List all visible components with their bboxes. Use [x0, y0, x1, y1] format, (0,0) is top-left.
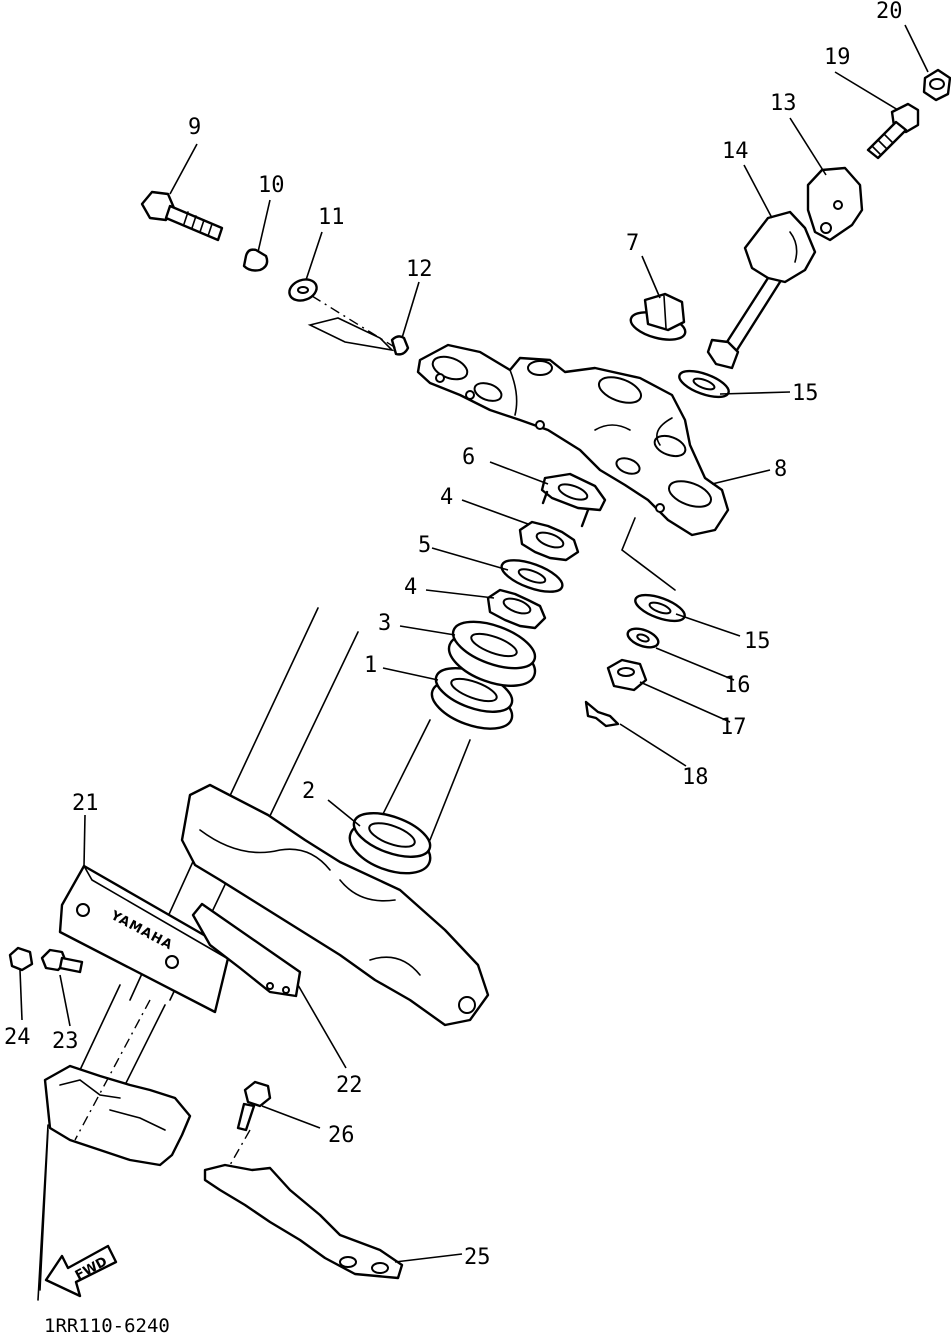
callout-21: 21: [72, 791, 99, 816]
callout-15-upper: 15: [792, 381, 819, 406]
callout-10: 10: [258, 173, 285, 198]
callout-3: 3: [378, 611, 391, 636]
ring-nut-lower: [486, 588, 547, 630]
callout-4-lower: 4: [404, 575, 417, 600]
bolt-23: [40, 948, 84, 974]
upper-bracket: [416, 343, 730, 537]
ring-nut-upper: [518, 520, 580, 562]
cap-20: [922, 68, 951, 102]
callout-6: 6: [462, 445, 475, 470]
callout-9: 9: [188, 115, 201, 140]
washer-11: [288, 278, 318, 302]
callout-7: 7: [626, 231, 639, 256]
emblem-stay: [191, 902, 302, 998]
assembly-centerlines: [74, 295, 676, 1166]
callout-4-upper: 4: [440, 485, 453, 510]
lower-tube-section: [37, 1064, 192, 1301]
bolt-9: [140, 190, 224, 242]
under-bracket: [180, 719, 490, 1027]
callout-2: 2: [302, 779, 315, 804]
crown-nut: [629, 292, 687, 341]
handlebar-holder-upper: [806, 166, 864, 242]
lock-washer: [540, 472, 607, 528]
drawing-code: 1RR110-6240: [44, 1315, 170, 1336]
leader-lines: [19, 24, 929, 1263]
callout-22: 22: [336, 1073, 363, 1098]
bolt-19: [866, 102, 920, 160]
lower-bearing: [348, 812, 432, 875]
nut-17: [606, 658, 648, 692]
callout-24: 24: [4, 1025, 31, 1050]
clip-12: [307, 317, 410, 356]
callout-11: 11: [318, 205, 345, 230]
washer-15-upper: [678, 369, 730, 399]
callout-19: 19: [824, 45, 851, 70]
handlebar-holder-lower: [706, 210, 817, 370]
callout-14: 14: [722, 139, 749, 164]
callout-23: 23: [52, 1029, 79, 1054]
callout-5: 5: [418, 533, 431, 558]
emblem-cover: YAMAHA: [58, 864, 232, 1014]
callout-18: 18: [682, 765, 709, 790]
callout-26: 26: [328, 1123, 355, 1148]
lock-washer-16: [626, 627, 660, 649]
callout-17: 17: [720, 715, 747, 740]
bracket-25: [203, 1163, 404, 1280]
callout-12: 12: [406, 257, 433, 282]
washer-15-lower: [634, 593, 686, 623]
callout-25: 25: [464, 1245, 491, 1270]
callout-15-lower: 15: [744, 629, 771, 654]
washer-5: [500, 559, 564, 593]
callout-13: 13: [770, 91, 797, 116]
cable-18: [584, 700, 620, 728]
callout-numbers: 9 10 11 12 13 14 19 20 7 15 6 8 4 5 4 3 …: [4, 0, 903, 1270]
callout-8: 8: [774, 457, 787, 482]
forward-direction-arrow: FWD: [44, 1244, 118, 1298]
callout-20: 20: [876, 0, 903, 24]
callout-16: 16: [724, 673, 751, 698]
bolt-26: [236, 1080, 272, 1132]
callout-1: 1: [364, 653, 377, 678]
circlip-10: [242, 248, 269, 272]
dust-seal: [447, 620, 537, 687]
cap-24: [8, 946, 34, 972]
